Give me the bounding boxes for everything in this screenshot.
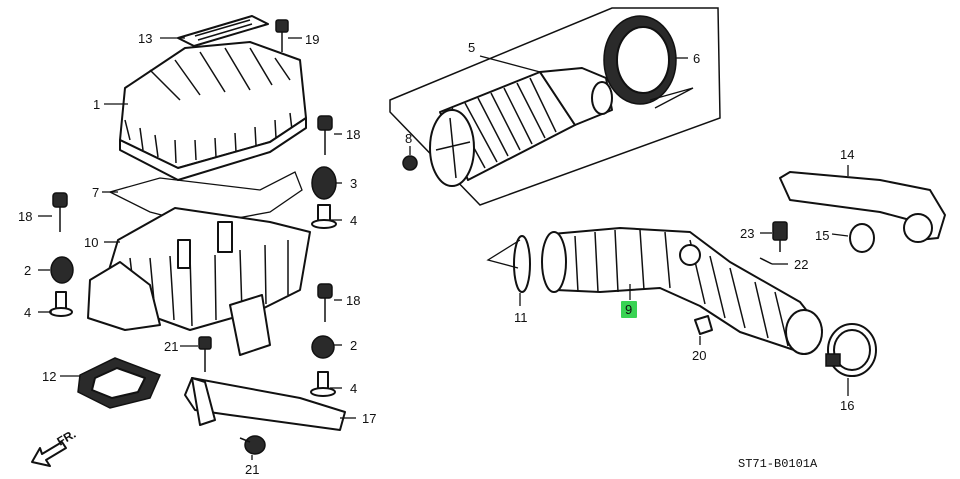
part-label-19[interactable]: 19 [305, 32, 319, 47]
part-label-21b[interactable]: 21 [245, 462, 259, 477]
air-cleaner-cover [119, 41, 307, 181]
part-label-1[interactable]: 1 [93, 97, 100, 112]
clip [694, 315, 713, 335]
intake-tube [779, 171, 946, 243]
part-label-12[interactable]: 12 [42, 369, 56, 384]
part-label-11[interactable]: 11 [514, 310, 528, 325]
bracket [184, 336, 346, 455]
element-inset-frame [389, 7, 721, 206]
drawing-code: ST71-B0101A [738, 457, 818, 471]
highlight-marker [621, 301, 637, 318]
sensor [759, 221, 788, 265]
air-filter-element [402, 67, 613, 187]
part-label-7[interactable]: 7 [92, 185, 99, 200]
front-direction-arrow-icon [31, 441, 67, 467]
air-cleaner-case [87, 207, 311, 356]
duct-ring [513, 235, 531, 293]
part-label-6[interactable]: 6 [693, 51, 700, 66]
part-label-10[interactable]: 10 [84, 235, 98, 250]
part-label-22[interactable]: 22 [794, 257, 808, 272]
part-label-4c[interactable]: 4 [350, 381, 357, 396]
part-label-15[interactable]: 15 [815, 228, 829, 243]
part-label-9[interactable]: 9 [625, 302, 632, 317]
part-label-18a[interactable]: 18 [346, 127, 360, 142]
part-label-17[interactable]: 17 [362, 411, 376, 426]
part-label-8[interactable]: 8 [405, 131, 412, 146]
part-label-20[interactable]: 20 [692, 348, 706, 363]
part-label-21a[interactable]: 21 [164, 339, 178, 354]
part-label-5[interactable]: 5 [468, 40, 475, 55]
part-label-4b[interactable]: 4 [24, 305, 31, 320]
gasket [77, 357, 162, 409]
part-label-23[interactable]: 23 [740, 226, 754, 241]
label-plate [177, 15, 269, 47]
part-label-18c[interactable]: 18 [346, 293, 360, 308]
part-label-18b[interactable]: 18 [18, 209, 32, 224]
clamp-large [825, 323, 877, 377]
intake-duct [541, 227, 823, 355]
element-seal-ring [603, 15, 677, 105]
part-labels: 13 19 1 18 3 4 7 10 18 2 4 18 2 4 21 12 … [18, 31, 854, 477]
part-label-2a[interactable]: 2 [24, 263, 31, 278]
part-label-3[interactable]: 3 [350, 176, 357, 191]
left-hardware [49, 192, 74, 317]
part-label-2b[interactable]: 2 [350, 338, 357, 353]
part-label-16[interactable]: 16 [840, 398, 854, 413]
part-label-13[interactable]: 13 [138, 31, 152, 46]
leader-lines [38, 37, 849, 460]
clamp-small [849, 223, 875, 253]
part-label-4a[interactable]: 4 [350, 213, 357, 228]
part-label-14[interactable]: 14 [840, 147, 854, 162]
